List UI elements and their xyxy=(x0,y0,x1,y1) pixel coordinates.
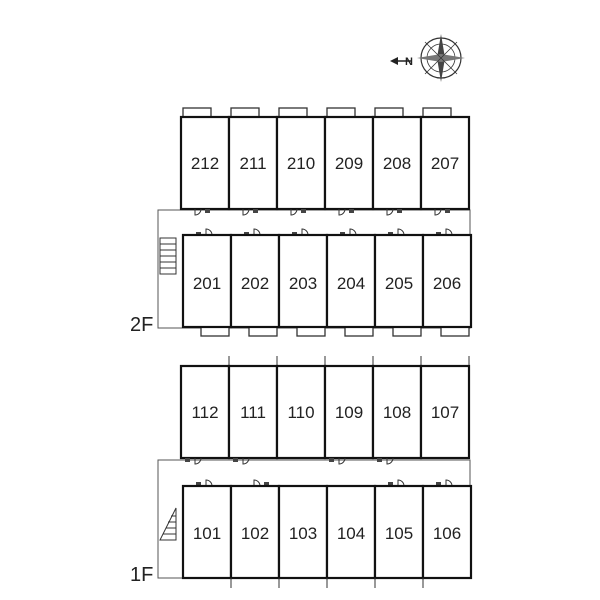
floor-2f: 212 211 210 209 208 207 xyxy=(130,107,473,337)
unit-110 xyxy=(275,364,327,460)
unit-104 xyxy=(325,484,377,580)
unit-label: 107 xyxy=(431,403,459,422)
unit-label: 102 xyxy=(241,524,269,543)
unit-label: 206 xyxy=(433,274,461,293)
unit-label: 204 xyxy=(337,274,365,293)
posts-1f-top xyxy=(228,356,470,366)
staircase-2f xyxy=(159,237,177,275)
unit-210 xyxy=(275,115,327,211)
floor-1f: 112 111 110 109 108 107 101 102 xyxy=(130,356,473,588)
unit-label: 112 xyxy=(191,403,218,422)
unit-label: 103 xyxy=(289,524,317,543)
compass-north-label: N xyxy=(405,56,413,68)
unit-206 xyxy=(421,233,473,329)
unit-106 xyxy=(421,484,473,580)
row-2f-bottom: 201 202 203 204 205 206 xyxy=(181,233,473,329)
unit-111 xyxy=(227,364,279,460)
unit-label: 201 xyxy=(193,274,221,293)
compass-rose-icon xyxy=(390,34,465,82)
floor-label-2f: 2F xyxy=(130,314,153,336)
unit-label: 110 xyxy=(287,403,314,422)
unit-label: 202 xyxy=(241,274,269,293)
unit-107 xyxy=(419,364,471,460)
floor-label-1f: 1F xyxy=(130,564,153,586)
staircase-1f xyxy=(159,507,177,541)
unit-label: 203 xyxy=(289,274,317,293)
unit-label: 109 xyxy=(335,403,363,422)
unit-label: 108 xyxy=(383,403,411,422)
unit-label: 209 xyxy=(335,154,363,173)
unit-207 xyxy=(419,115,471,211)
posts-1f-bottom xyxy=(230,578,424,588)
unit-label: 111 xyxy=(240,403,266,422)
doors-1f xyxy=(185,457,453,487)
unit-208 xyxy=(371,115,423,211)
unit-label: 210 xyxy=(287,154,315,173)
unit-212 xyxy=(179,115,231,211)
unit-label: 207 xyxy=(431,154,459,173)
unit-label: 212 xyxy=(191,154,219,173)
unit-label: 106 xyxy=(433,524,461,543)
unit-201 xyxy=(181,233,233,329)
unit-label: 211 xyxy=(239,154,266,173)
unit-102 xyxy=(229,484,281,580)
unit-202 xyxy=(229,233,281,329)
unit-112 xyxy=(179,364,231,460)
row-1f-top: 112 111 110 109 108 107 xyxy=(179,364,471,460)
unit-label: 101 xyxy=(193,524,221,543)
unit-label: 208 xyxy=(383,154,411,173)
unit-label: 104 xyxy=(337,524,365,543)
row-1f-bottom: 101 102 103 104 105 106 xyxy=(181,484,473,580)
unit-108 xyxy=(371,364,423,460)
row-2f-top: 212 211 210 209 208 207 xyxy=(179,115,471,211)
unit-label: 105 xyxy=(385,524,413,543)
unit-label: 205 xyxy=(385,274,413,293)
